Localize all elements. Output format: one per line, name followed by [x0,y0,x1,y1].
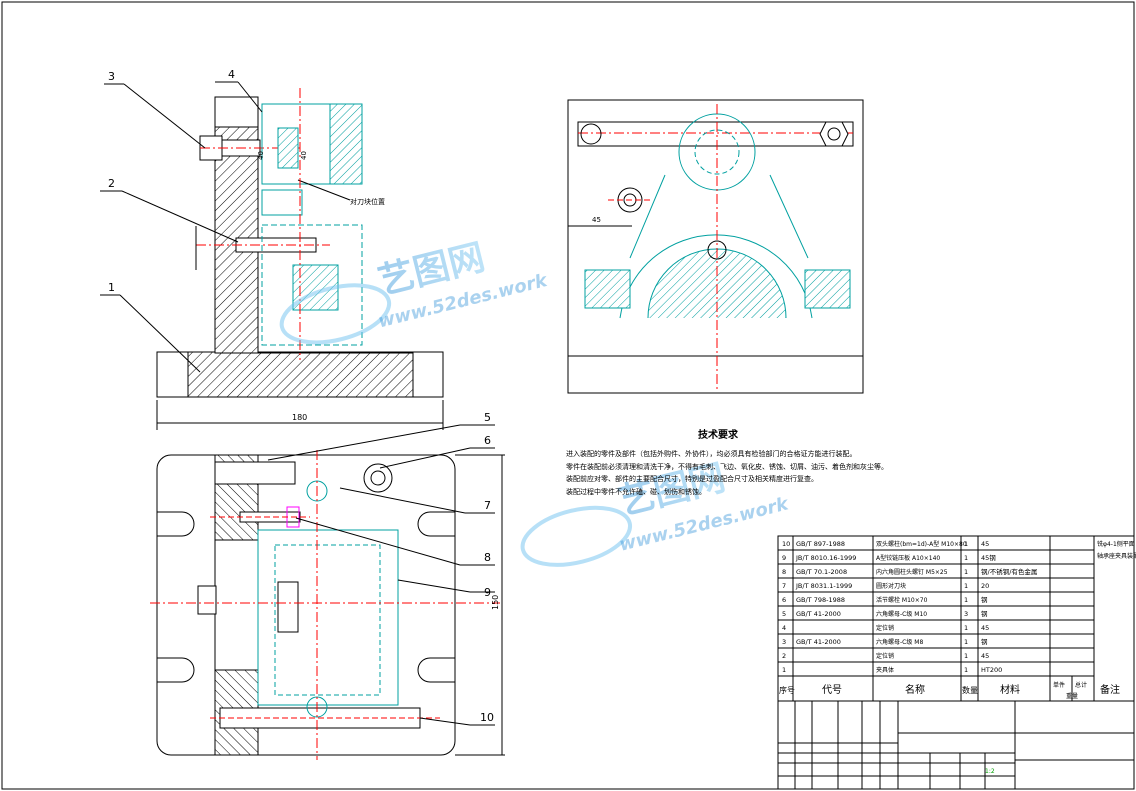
bom-header-remark: 备注 [1100,683,1120,696]
bom-cell-qty: 1 [964,568,968,576]
bom-header-qty: 数量 [962,685,978,695]
bom-cell-material: 钢 [981,596,988,604]
bom-cell-code: GB/T 41-2000 [796,638,841,646]
bom-cell-no: 9 [782,554,786,562]
dim-b: 40 [300,151,308,160]
callout-7: 7 [484,499,491,512]
bom-cell-qty: 1 [964,596,968,604]
bom-cell-qty: 1 [964,638,968,646]
bom-cell-no: 2 [782,652,786,660]
callout-9: 9 [484,586,491,599]
technical-requirements: 技术要求 进入装配的零件及部件（包括外购件、外协件），均必须具有检验部门的合格证… [566,430,906,498]
bom-cell-material: 钢 [981,638,988,646]
bom-cell-qty: 1 [964,582,968,590]
bom-cell-code: JB/T 8031.1-1999 [795,582,852,590]
bom-header-total: 总计 [1075,681,1087,689]
bom-cell-name: 定位销 [876,624,894,632]
bom-cell-no: 6 [782,596,786,604]
drawing-title-1: 铣φ4-1侧平面 [1097,540,1135,548]
dim-e: 150 [491,595,500,610]
bom-cell-name: 夹具体 [876,666,894,674]
tech-line-2: 零件在装配前必须清理和清洗干净，不得有毛刺、飞边、氧化皮、锈蚀、切屑、油污、着色… [566,462,888,471]
bom-cell-no: 5 [782,610,786,618]
bom-cell-material: 45 [981,540,989,548]
front-view: 对刀块位置 40 40 180 [156,88,444,430]
bom-cell-name: 定位销 [876,652,894,660]
bom-cell-qty: 1 [964,540,968,548]
bom-cell-qty: 1 [964,554,968,562]
dim-width: 180 [292,413,307,422]
bom-cell-qty: 1 [964,666,968,674]
bom-header-material: 材料 [1000,683,1020,696]
tech-line-4: 装配过程中零件不允许磕、碰、划伤和锈蚀。 [566,487,706,496]
title-block [777,700,1135,790]
callout-10: 10 [480,711,494,724]
top-view: 150 [150,450,505,760]
front-callouts [100,81,263,373]
bom-header-no: 序号 [779,685,795,695]
bom-cell-material: 钢/不锈钢/有色金属 [981,567,1037,576]
bom-cell-no: 10 [782,540,790,548]
bom-cell-no: 1 [782,666,786,674]
callout-6: 6 [484,434,491,447]
tech-line-1: 进入装配的零件及部件（包括外购件、外协件），均必须具有检验部门的合格证方能进行装… [566,450,857,458]
bom-cell-material: 45 [981,652,989,660]
bom-cell-qty: 1 [964,652,968,660]
gap-label: 对刀块位置 [350,197,385,206]
bom-header-weight: 重量 [1066,692,1078,700]
bom-cell-no: 7 [782,582,786,590]
bom-cell-code: JB/T 8010.16-1999 [795,554,856,562]
callout-5: 5 [484,411,491,424]
bom-cell-qty: 1 [964,624,968,632]
callout-1: 1 [108,281,115,294]
bom-header-name: 名称 [905,683,925,696]
bom-cell-material: 20 [981,582,989,590]
dim-a: 40 [257,151,265,160]
bom-cell-name: 活节螺栓 M10×70 [876,596,928,604]
scale-label: 1:2 [985,768,995,775]
bom-cell-material: 钢 [981,610,988,618]
bom-cell-qty: 3 [964,610,968,618]
bom-cell-name: 双头螺柱(bm=1d)-A型 M10×80 [876,540,967,548]
bom-cell-no: 3 [782,638,786,646]
bom-cell-material: 45 [981,624,989,632]
bom-cell-code: GB/T 70.1-2008 [796,568,847,576]
bom-cell-name: A型铰链压板 A10×140 [876,554,940,562]
callout-2: 2 [108,177,115,190]
callout-4: 4 [228,68,235,81]
bom-cell-name: 内六角圆柱头螺钉 M5×25 [876,568,948,576]
bom-cell-no: 4 [782,624,786,632]
callout-8: 8 [484,551,491,564]
tech-line-3: 装配前应对零、部件的主要配合尺寸，特别是过盈配合尺寸及相关精度进行复查。 [566,475,818,483]
bom-header-unit: 单件 [1053,681,1065,689]
bom-cell-name: 六角螺母-C级 M8 [876,638,923,646]
bom-cell-code: GB/T 798-1988 [796,596,845,604]
dim-c: 45 [592,216,601,224]
bom-cell-code: GB/T 897-1988 [796,540,845,548]
callout-3: 3 [108,70,115,83]
bom-cell-code: GB/T 41-2000 [796,610,841,618]
drawing-title-2: 轴承座夹具装配图 [1097,552,1136,560]
tech-title: 技术要求 [698,430,738,441]
top-callouts [267,424,495,726]
bom-cell-name: 圆形对刀块 [876,582,906,590]
bom-cell-no: 8 [782,568,786,576]
bom-cell-name: 六角螺母-C级 M10 [876,610,927,618]
bom-header-code: 代号 [822,684,842,696]
side-view: 45 [567,99,864,394]
bom-cell-material: HT200 [981,666,1002,674]
bom-cell-material: 45钢 [981,554,996,562]
